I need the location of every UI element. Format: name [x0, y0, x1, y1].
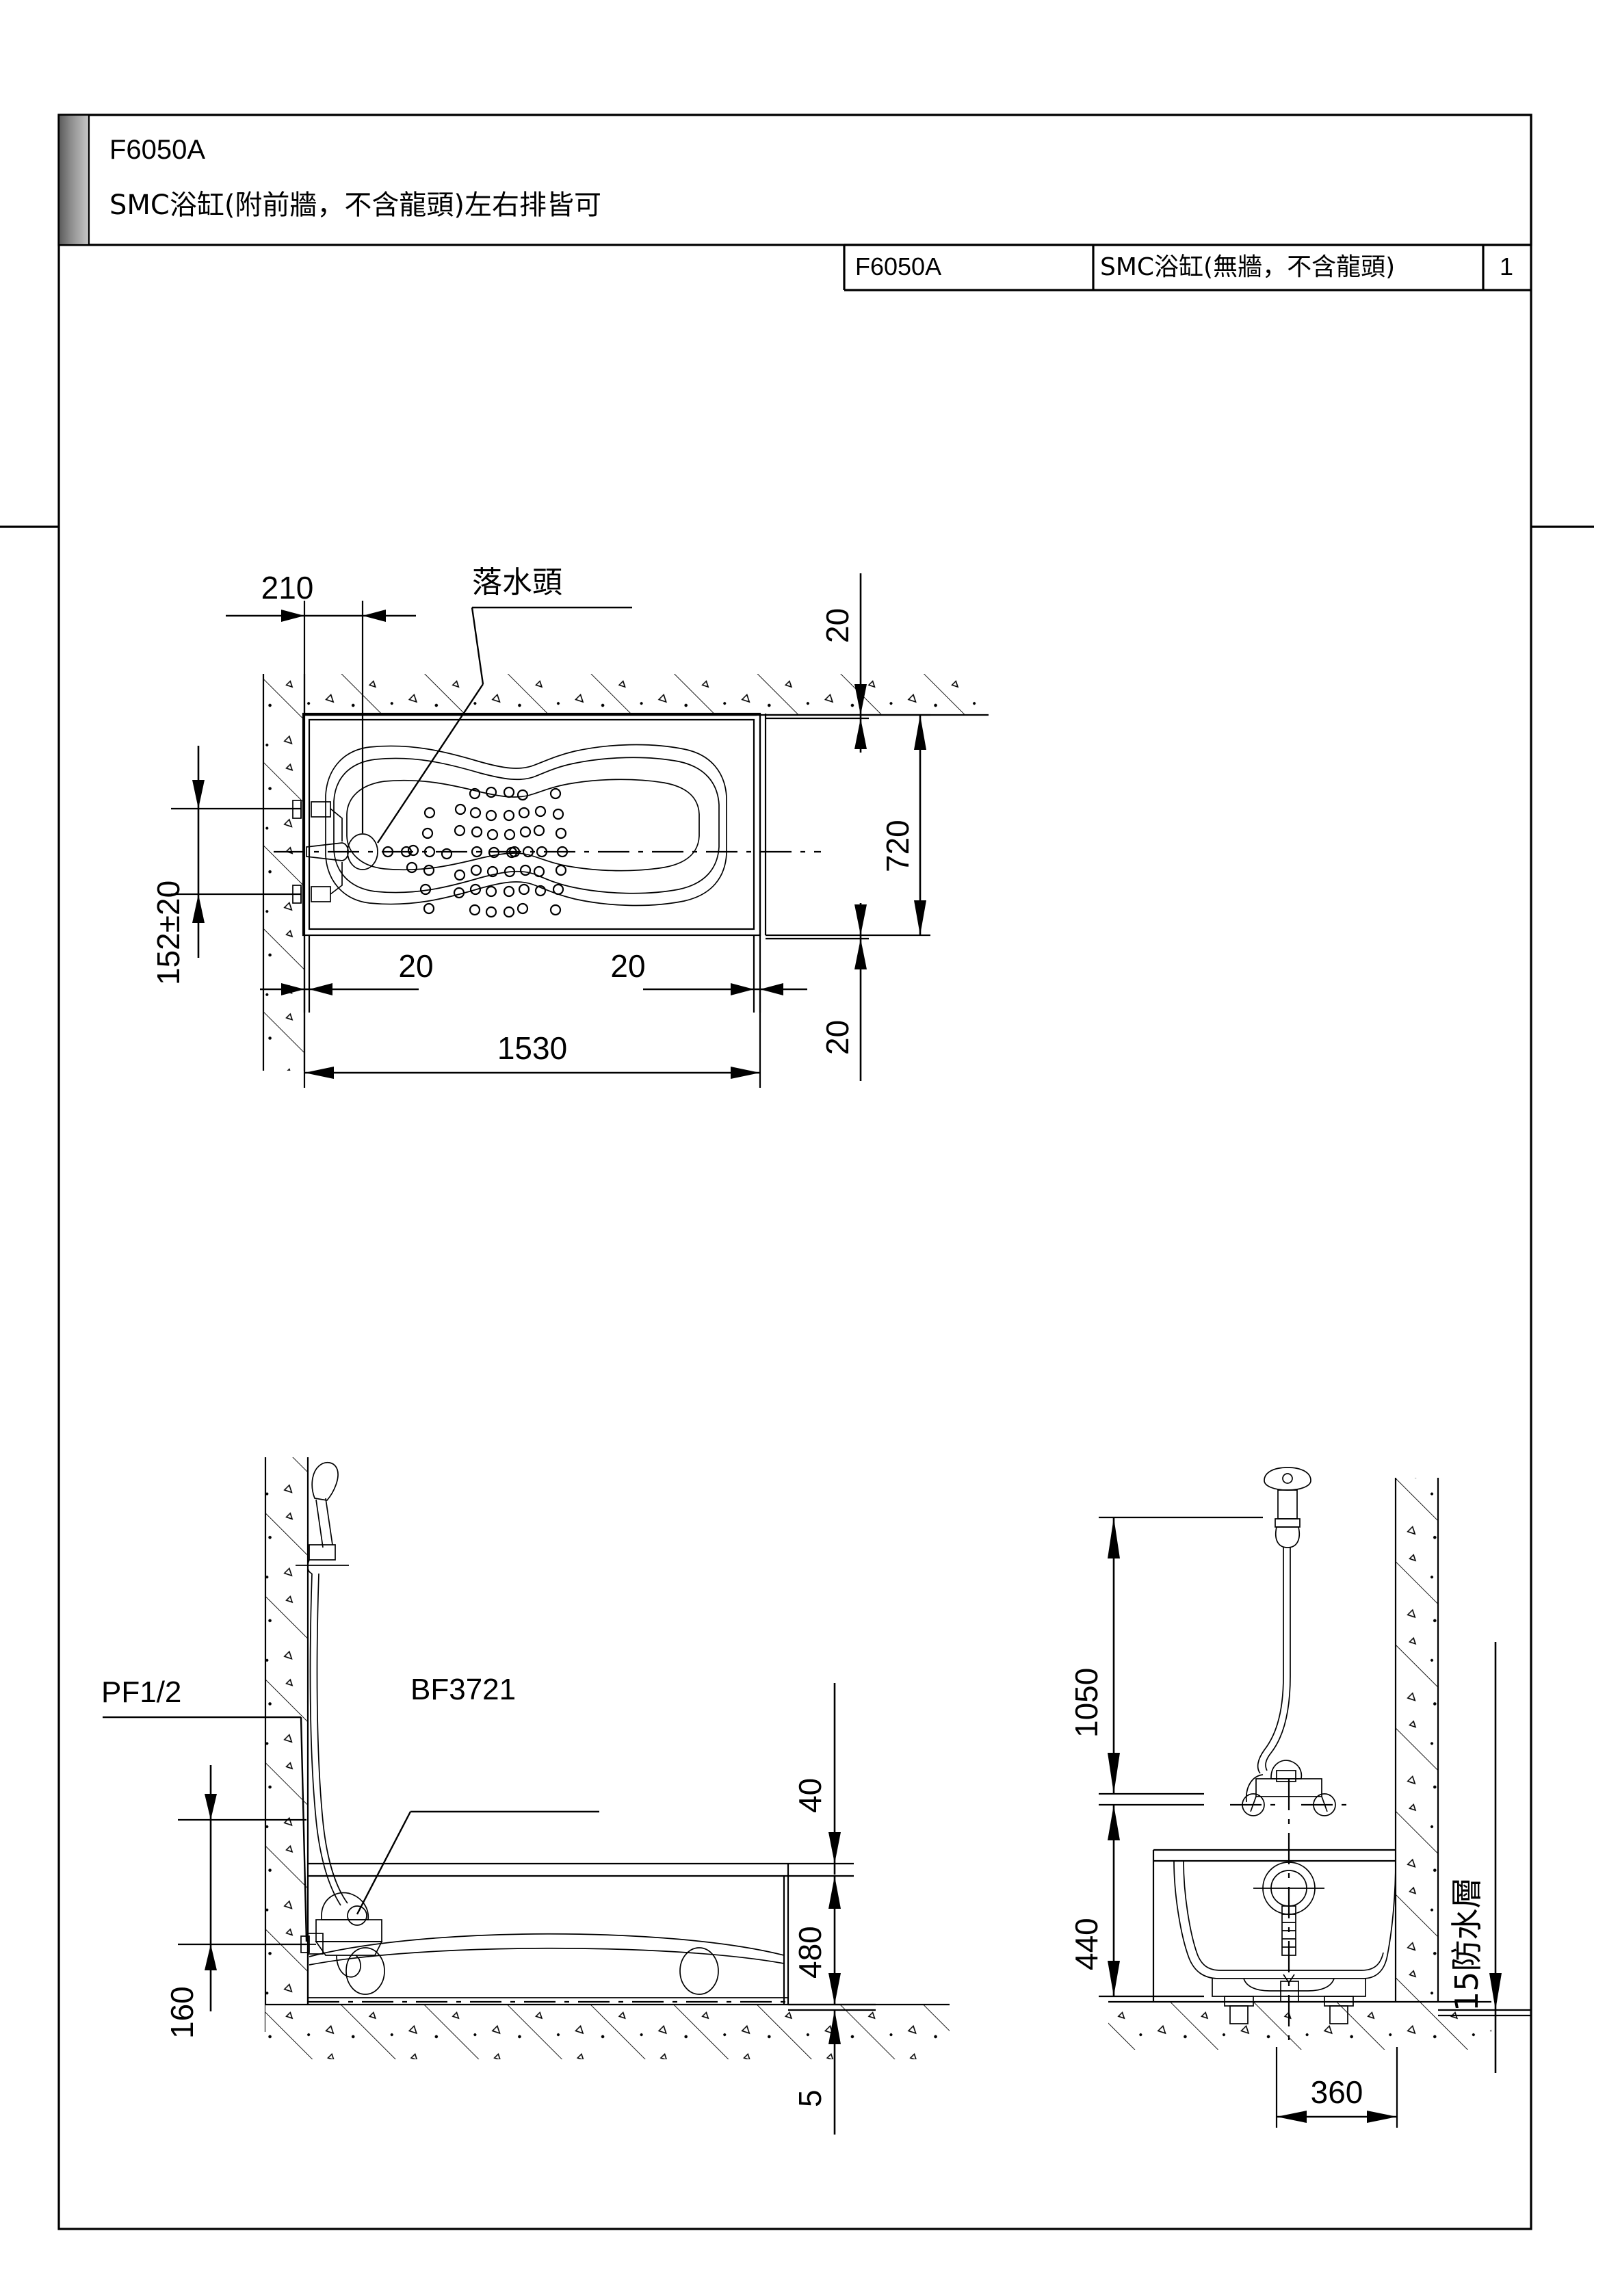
plan-jet-dots	[382, 786, 569, 918]
dim-elev-tub-height-value: 480	[792, 1926, 828, 1979]
dim-sec-waterproof	[1438, 1642, 1531, 2073]
dim-faucet-height-plan	[171, 746, 301, 958]
header-model-code: F6050A	[109, 135, 205, 165]
sec-shower-hose	[1257, 1548, 1291, 1774]
title-block-qty: 1	[1500, 252, 1513, 281]
dim-elev-faucet-height-value: 160	[164, 1986, 200, 2039]
dim-sec-depth	[1275, 2047, 1398, 2128]
sec-shower-head	[1264, 1467, 1311, 1548]
dim-plan-left-inset-value: 20	[398, 948, 433, 984]
dim-plan-bottom-gap-value: 20	[820, 1020, 855, 1055]
dim-plan-overall-value: 1530	[497, 1030, 567, 1066]
elev-floor-hatch	[265, 2003, 950, 2059]
elev-shower-head	[296, 1461, 349, 1574]
dim-drain-offset-value: 210	[261, 570, 314, 605]
dim-sec-shower-height	[1099, 1516, 1263, 1795]
plan-drain-label: 落水頭	[472, 565, 562, 600]
sec-drain-assembly	[1253, 1862, 1324, 2003]
sec-wall-hatch	[1394, 1478, 1439, 2018]
elev-bf-leader	[356, 1810, 599, 1915]
dim-sec-faucet-height-value: 440	[1069, 1918, 1104, 1970]
dim-elev-floor-gap-value: 5	[792, 2089, 828, 2107]
sec-faucet	[1230, 1760, 1348, 1816]
dim-faucet-height-plan-value: 152±20	[151, 880, 186, 985]
dim-plan-right-stack	[766, 573, 930, 1081]
elev-tub-panel	[306, 1862, 789, 2005]
dim-sec-waterproof-value: 15防水層	[1448, 1877, 1485, 2011]
title-block-name: SMC浴缸(無牆，不含龍頭)	[1100, 253, 1395, 281]
front-elevation: PF1/2 BF3721 160	[101, 1457, 950, 2135]
side-section: 1050 440 360 15防水層	[1069, 1467, 1531, 2128]
dim-plan-top-gap-value: 20	[820, 608, 855, 643]
plan-drain-leader	[377, 606, 632, 844]
dim-plan-overall	[303, 989, 761, 1088]
dim-plan-right-inset-value: 20	[610, 948, 645, 984]
sec-floor-hatch	[1108, 2000, 1491, 2050]
elev-shower-hose	[309, 1573, 348, 1906]
dim-elev-faucet-height	[178, 1765, 306, 2011]
header-accent-bar	[59, 115, 89, 245]
plan-tub-bowl-contours	[325, 744, 727, 906]
plan-view: 落水頭 210 152±20	[151, 565, 989, 1088]
title-block	[843, 244, 1531, 291]
plan-wall-hatch-top	[263, 674, 989, 716]
dim-elev-rim-gap-value: 40	[792, 1778, 828, 1813]
header-block	[57, 114, 1532, 246]
dim-elev-right-stack	[788, 1683, 876, 2135]
dim-sec-shower-height-value: 1050	[1069, 1668, 1104, 1738]
plan-tub-outline	[302, 712, 767, 937]
elev-pf-label: PF1/2	[101, 1675, 181, 1709]
dim-plan-tub-width-value: 720	[880, 820, 915, 872]
header-description: SMC浴缸(附前牆，不含龍頭)左右排皆可	[109, 190, 601, 221]
elev-bf-label: BF3721	[410, 1673, 516, 1706]
title-block-code: F6050A	[855, 252, 941, 281]
dim-sec-depth-value: 360	[1311, 2074, 1363, 2110]
elev-pf-leader	[103, 1716, 308, 1942]
dim-sec-faucet-height	[1099, 1803, 1204, 1998]
sec-tub-body	[1152, 1849, 1396, 2024]
dim-drain-offset	[226, 601, 416, 833]
plan-wall-hatch-left	[262, 674, 306, 1071]
